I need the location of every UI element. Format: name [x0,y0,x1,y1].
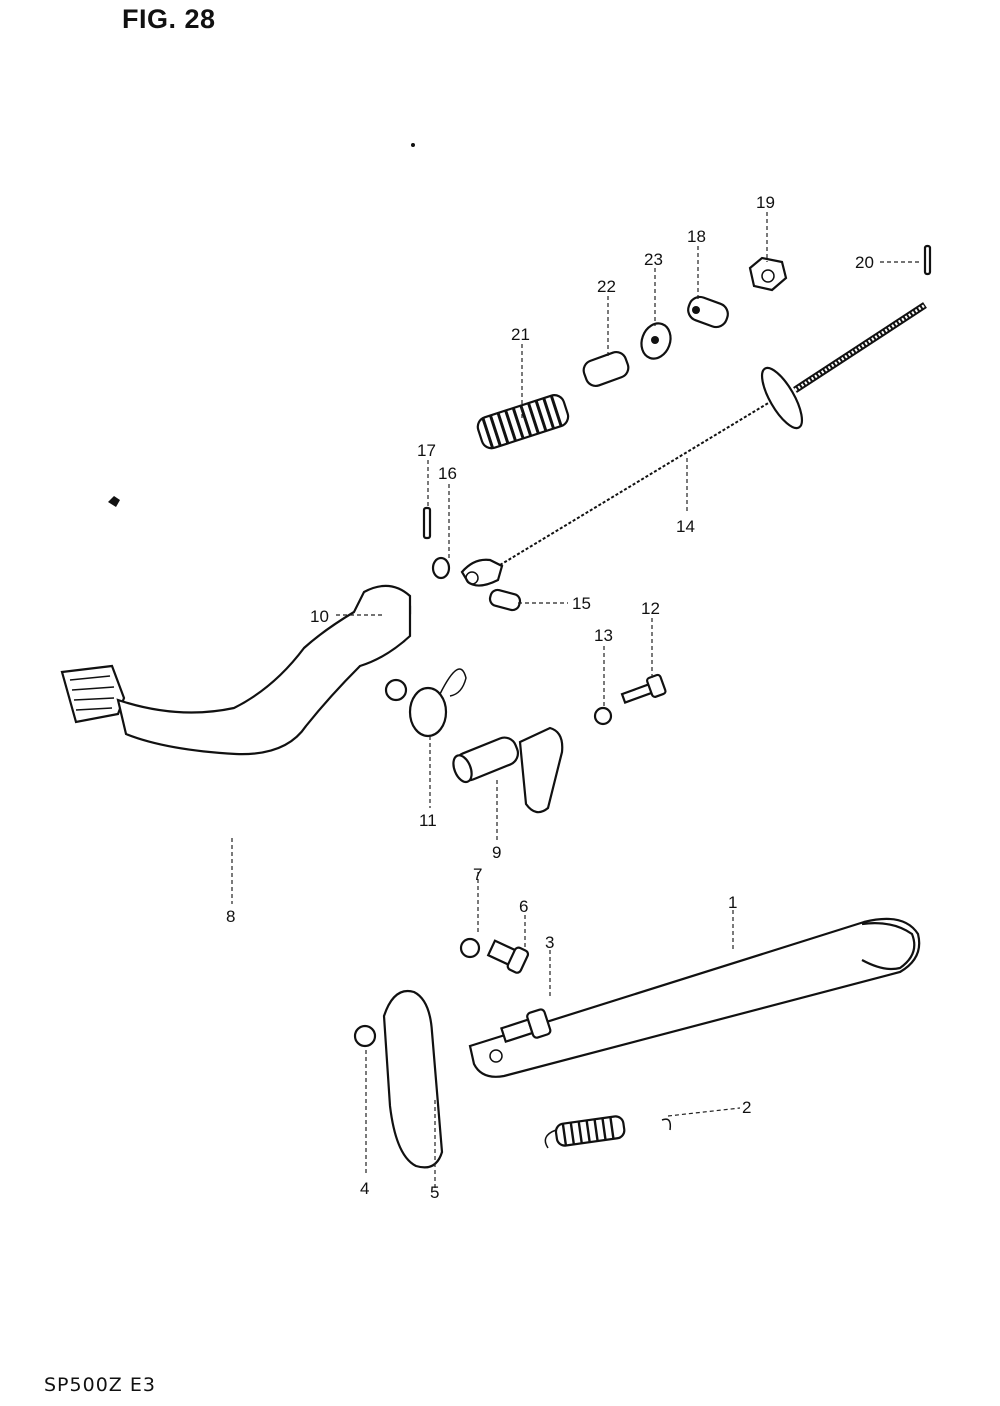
part-7-washer [459,937,481,959]
part-20-cotter-pin [923,244,932,276]
part-3-bolt [500,1008,552,1044]
callout-6: 6 [519,897,528,916]
part-21-spring [476,394,570,450]
part-19-adjuster-nut [748,256,788,292]
part-17-cotter-pin [422,506,432,540]
callout-3: 3 [545,933,554,952]
callout-13: 13 [594,626,613,645]
callout-16: 16 [438,464,457,483]
callout-15: 15 [572,594,591,613]
callout-8: 8 [226,907,235,926]
callout-23: 23 [644,250,663,269]
part-6-bolt [486,939,530,974]
part-22-collar [582,350,630,388]
figure-title: FIG. 28 [122,4,216,34]
callout-18: 18 [687,227,706,246]
callout-19: 19 [756,193,775,212]
part-2-stand-spring [544,1115,672,1149]
part-14-brake-rod [460,302,927,587]
callout-11: 11 [419,811,437,830]
part-12-bolt [620,673,667,704]
callout-14: 14 [676,517,695,536]
callout-22: 22 [597,277,616,296]
part-4-nut [353,1024,377,1048]
callout-2: 2 [742,1098,751,1117]
part-8-brake-pedal [60,584,412,756]
callout-4: 4 [360,1179,369,1198]
part-1-side-stand [468,917,921,1078]
part-16-washer [431,556,451,580]
part-18-joint [687,295,729,329]
part-13-nut [593,706,613,726]
part-11-return-spring [408,668,467,738]
part-9-pedal-shaft [452,726,564,814]
callout-7: 7 [473,865,482,884]
callout-labels: 1 2 3 4 5 6 7 8 9 10 11 12 13 14 15 16 1… [226,193,874,1202]
callout-5: 5 [430,1183,439,1202]
model-code: SP500Z E3 [44,1374,156,1396]
part-23-washer [640,322,672,360]
callout-21: 21 [511,325,530,344]
callout-20: 20 [855,253,874,272]
callout-12: 12 [641,599,660,618]
callout-9: 9 [492,843,501,862]
leader-lines [231,212,922,1190]
part-15-pin [488,588,522,612]
callout-17: 17 [417,441,436,460]
part-5-bracket [382,989,444,1169]
callout-10: 10 [310,607,329,626]
callout-1: 1 [728,893,737,912]
